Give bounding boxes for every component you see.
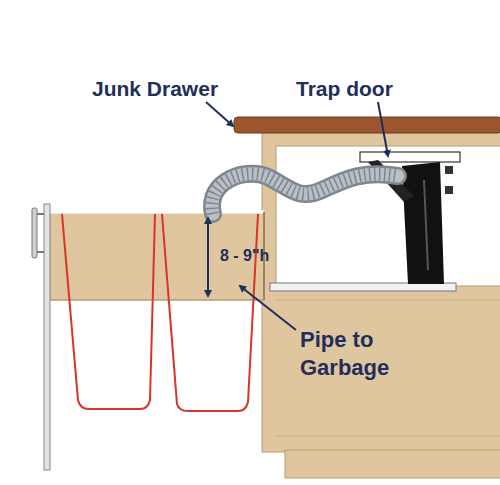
- leader-arrow: [206, 102, 233, 126]
- part-label: Trap door: [296, 76, 393, 102]
- dimension-line: [207, 218, 209, 296]
- part-label: Junk Drawer: [92, 76, 218, 102]
- trap-door-slide: [360, 152, 460, 162]
- countertop: [234, 117, 500, 133]
- shelf: [270, 283, 456, 291]
- drawer-front: [32, 204, 50, 470]
- dimension-label: 8 - 9"h: [220, 246, 269, 266]
- leader-arrow: [378, 102, 388, 156]
- leader-arrow: [240, 286, 296, 330]
- flex-pipe: [212, 174, 398, 214]
- garbage-bins: [62, 214, 258, 411]
- part-label: Pipe to Garbage: [300, 326, 400, 381]
